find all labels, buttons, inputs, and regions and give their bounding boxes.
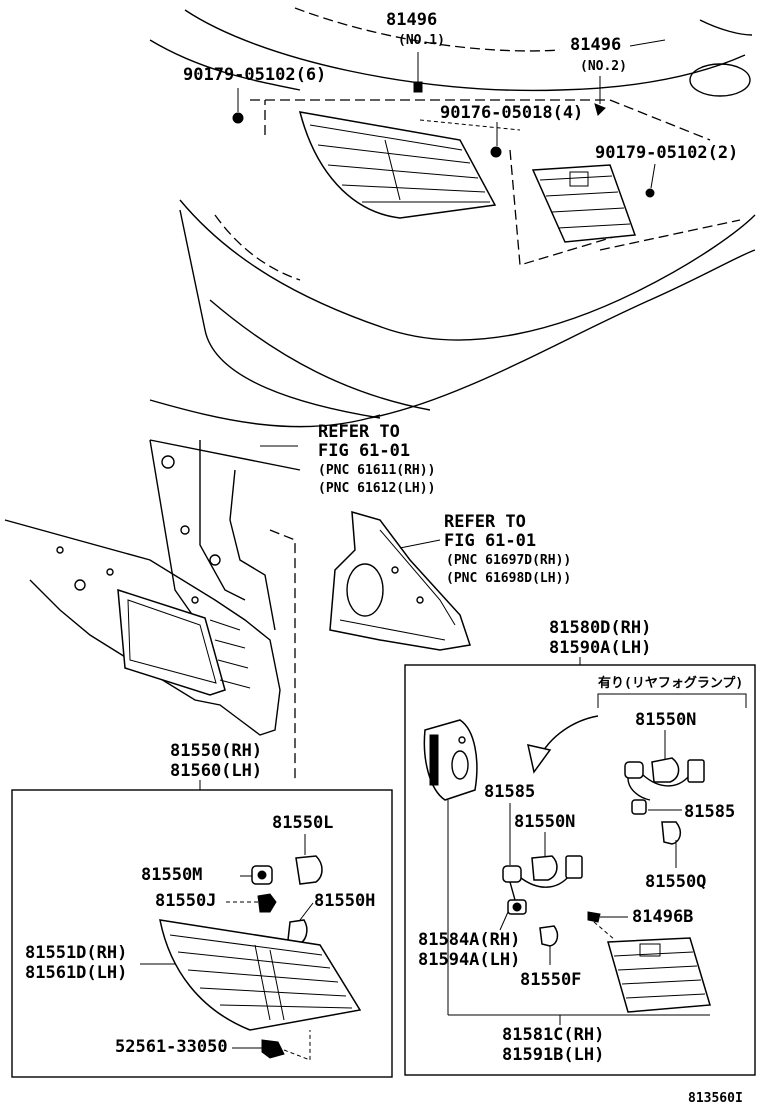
label-90176-05018-4: 90176-05018(4) (440, 103, 583, 123)
socket-icon (257, 893, 277, 913)
wire-harness (502, 855, 583, 915)
rear-inner-lamp-assembly (607, 937, 711, 1013)
label-81561D-lh: 81561D(LH) (25, 963, 127, 983)
clip-icon (232, 81, 655, 198)
bulb-icon (651, 757, 680, 783)
bulb-icon (531, 855, 558, 881)
bulb-icon (295, 855, 323, 885)
right-assembly-box (404, 664, 756, 1076)
refer1-line1: REFER TO (318, 422, 400, 442)
lamp-bracket (329, 510, 471, 651)
rear-inner-lamp-top (531, 164, 637, 243)
right-box-title-lh: 81590A(LH) (549, 638, 651, 658)
rear-combination-lamp-top (298, 111, 497, 219)
clip-icon (587, 911, 601, 923)
label-90179-05102-2: 90179-05102(2) (595, 143, 738, 163)
bulb-icon (661, 821, 682, 845)
label-81496-no1-sub: (NO.1) (398, 33, 445, 48)
label-81496-no1: 81496 (386, 10, 437, 30)
refer2-line1: REFER TO (444, 512, 526, 532)
vehicle-rear-body (149, 7, 756, 428)
label-81594A-lh: 81594A(LH) (418, 950, 520, 970)
label-81550H: 81550H (314, 891, 375, 911)
label-81550N-a: 81550N (635, 710, 696, 730)
rear-combination-lamp-assembly (159, 919, 362, 1031)
label-81585-b: 81585 (684, 802, 735, 822)
label-81591B-lh: 81591B(LH) (502, 1045, 604, 1065)
figure-id: 813560I (688, 1091, 743, 1106)
right-box-title-rh: 81580D(RH) (549, 618, 651, 638)
label-81496-no2: 81496 (570, 35, 621, 55)
refer2-line2: FIG 61-01 (444, 531, 536, 551)
refer1-line3: (PNC 61611(RH)) (318, 463, 435, 478)
lamp-gasket (423, 719, 478, 801)
label-81496B: 81496B (632, 907, 693, 927)
label-81584A-rh: 81584A(RH) (418, 930, 520, 950)
left-assembly-box (11, 789, 393, 1078)
label-81550N-b: 81550N (514, 812, 575, 832)
label-81550Q: 81550Q (645, 872, 706, 892)
socket-icon (251, 865, 273, 885)
label-90179-05102-6: 90179-05102(6) (183, 65, 326, 85)
bulb-icon (539, 925, 559, 947)
left-box-title-rh: 81550(RH) (170, 741, 262, 761)
label-81550F: 81550F (520, 970, 581, 990)
arrow-icon (527, 715, 599, 774)
refer1-line4: (PNC 61612(LH)) (318, 481, 435, 496)
label-81551D-rh: 81551D(RH) (25, 943, 127, 963)
label-81550M: 81550M (141, 865, 202, 885)
quarter-panel (4, 439, 301, 780)
label-81496-no2-sub: (NO.2) (580, 59, 627, 74)
left-box-title-lh: 81560(LH) (170, 761, 262, 781)
refer2-line4: (PNC 61698D(LH)) (446, 571, 571, 586)
label-52561-33050: 52561-33050 (115, 1037, 228, 1057)
label-81550L: 81550L (272, 813, 333, 833)
refer2-line3: (PNC 61697D(RH)) (446, 553, 571, 568)
clip-icon (261, 1039, 285, 1059)
fog-lamp-note: 有り(リヤフォグランプ) (598, 675, 743, 691)
wire-harness (624, 759, 705, 815)
label-81550J: 81550J (155, 891, 216, 911)
label-81585-a: 81585 (484, 782, 535, 802)
label-81581C-rh: 81581C(RH) (502, 1025, 604, 1045)
refer1-line2: FIG 61-01 (318, 441, 410, 461)
